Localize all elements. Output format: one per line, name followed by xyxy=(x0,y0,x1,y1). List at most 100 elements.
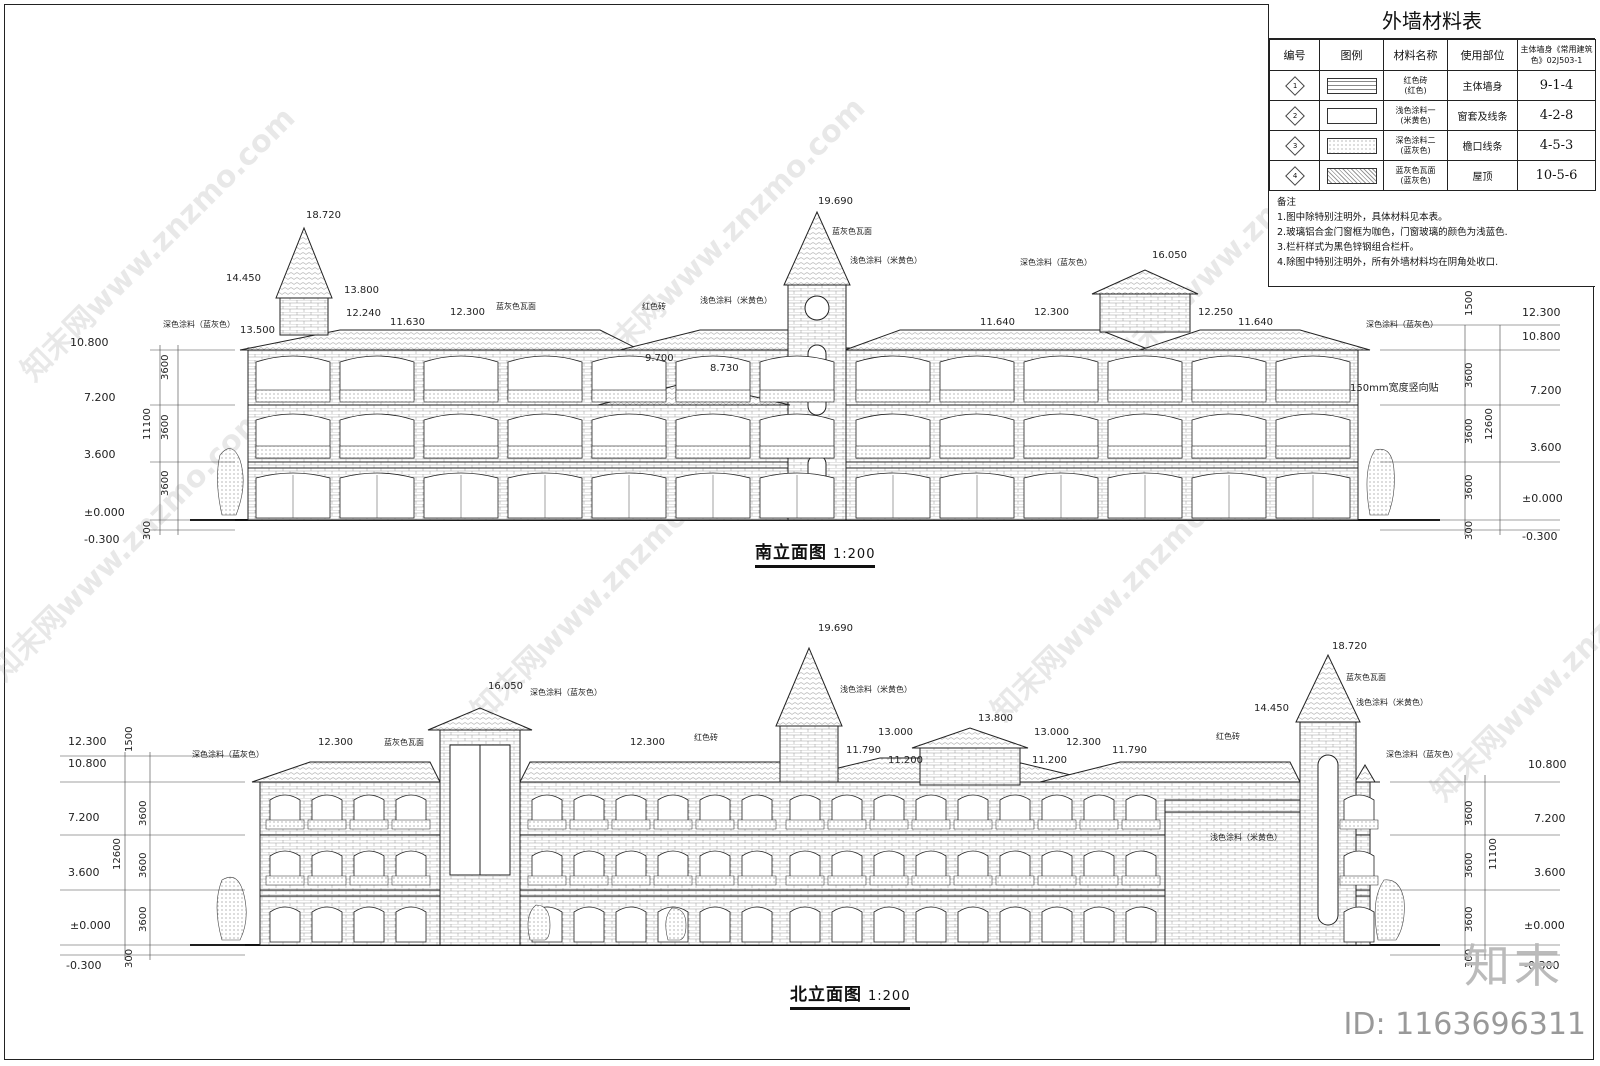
caption-text: 南立面图 xyxy=(755,543,827,563)
dim-label: 3600 xyxy=(160,471,171,496)
railing xyxy=(591,445,667,459)
level-label: 12.300 xyxy=(1522,306,1561,319)
tile-swatch xyxy=(1326,167,1377,184)
railing xyxy=(527,819,567,830)
annotation-label: 深色涂料（蓝灰色） xyxy=(192,749,264,759)
color-code: 10-5-6 xyxy=(1517,160,1596,191)
railing xyxy=(1275,445,1351,459)
railing xyxy=(569,875,609,886)
dim-label: 3600 xyxy=(138,907,149,932)
elev-label: 11.640 xyxy=(980,317,1015,328)
railing xyxy=(527,875,567,886)
image-id: ID: 1163696311 xyxy=(1343,1007,1586,1042)
railing xyxy=(785,819,825,830)
table-row: 2 浅色涂料一 (米黄色) 窗套及线条 4-2-8 xyxy=(1269,100,1596,131)
color-code: 4-2-8 xyxy=(1517,100,1596,131)
railing xyxy=(737,819,777,830)
railing xyxy=(911,875,951,886)
door xyxy=(789,906,821,943)
railing xyxy=(953,819,993,830)
railing xyxy=(827,819,867,830)
annotation-label: 深色涂料（蓝灰色） xyxy=(1020,257,1092,267)
level-label: 10.800 xyxy=(68,757,107,770)
brand-logo: 知末 xyxy=(1464,939,1564,993)
door xyxy=(395,906,427,943)
note-item: 2.玻璃铝合金门窗框为咖色，门窗玻璃的颜色为浅蓝色. xyxy=(1277,227,1508,238)
railing xyxy=(653,875,693,886)
dim-label: 12600 xyxy=(1484,408,1495,440)
railing xyxy=(611,875,651,886)
dim-label: 3600 xyxy=(1464,907,1475,932)
window xyxy=(339,355,415,401)
annotation-label: 150mm宽度竖向贴 xyxy=(1350,381,1439,394)
level-label: 10.800 xyxy=(70,336,109,349)
railing xyxy=(653,819,693,830)
door xyxy=(999,906,1031,943)
level-label: 7.200 xyxy=(68,811,100,824)
dim-label: 12600 xyxy=(112,838,123,870)
railing xyxy=(995,875,1035,886)
railing xyxy=(349,819,389,830)
door xyxy=(873,906,905,943)
railing xyxy=(591,389,667,403)
elev-label: 11.200 xyxy=(888,755,923,766)
railing xyxy=(1339,875,1379,886)
door xyxy=(1041,906,1073,943)
annotation-label: 深色涂料（蓝灰色） xyxy=(1366,319,1438,329)
usage-location: 檐口线条 xyxy=(1447,130,1518,161)
note-item: 3.栏杆样式为黑色锌钢组合栏杆。 xyxy=(1277,242,1420,253)
note-item: 1.图中除特别注明外，具体材料见本表。 xyxy=(1277,212,1448,223)
elev-label: 13.000 xyxy=(1034,727,1069,738)
material-name: 浅色涂料一 (米黄色) xyxy=(1383,100,1448,131)
usage-location: 窗套及线条 xyxy=(1447,100,1518,131)
dim-label: 11100 xyxy=(1488,838,1499,870)
level-label: ±0.000 xyxy=(70,919,111,932)
railing xyxy=(855,389,931,403)
window xyxy=(675,355,751,401)
railing xyxy=(675,389,751,403)
elev-label: 18.720 xyxy=(1332,641,1367,652)
dim-label: 300 xyxy=(124,949,135,968)
railing xyxy=(911,819,951,830)
railing xyxy=(785,875,825,886)
dim-label: 1500 xyxy=(1464,291,1475,316)
elev-label: 12.300 xyxy=(1066,737,1101,748)
railing xyxy=(1191,389,1267,403)
railing xyxy=(759,445,835,459)
railing xyxy=(1339,819,1379,830)
window xyxy=(1275,355,1351,401)
annotation-label: 深色涂料（蓝灰色） xyxy=(1386,749,1458,759)
material-name: 红色砖 (红色) xyxy=(1383,70,1448,101)
notes-title: 备注 xyxy=(1277,197,1297,208)
level-label: 7.200 xyxy=(1530,384,1562,397)
railing xyxy=(869,875,909,886)
note-item: 4.除图中特别注明外，所有外墙材料均在阴角处收口. xyxy=(1277,257,1499,268)
railing xyxy=(507,445,583,459)
level-label: -0.300 xyxy=(66,959,101,972)
annotation-label: 红色砖 xyxy=(694,732,718,742)
railing xyxy=(1023,389,1099,403)
door xyxy=(311,906,343,943)
railing xyxy=(939,445,1015,459)
elev-label: 12.250 xyxy=(1198,307,1233,318)
level-label: 12.300 xyxy=(68,735,107,748)
color-code: 4-5-3 xyxy=(1517,130,1596,161)
level-label: 3.600 xyxy=(84,448,116,461)
railing xyxy=(255,389,331,403)
railing xyxy=(1107,445,1183,459)
railing xyxy=(869,819,909,830)
level-label: -0.300 xyxy=(1522,530,1557,543)
elev-label: 11.200 xyxy=(1032,755,1067,766)
railing xyxy=(1037,819,1077,830)
table-header: 编号 xyxy=(1269,39,1320,71)
annotation-label: 浅色涂料（米黄色） xyxy=(700,295,772,305)
dotted-swatch xyxy=(1326,137,1377,154)
railing xyxy=(1121,819,1161,830)
dim-label: 300 xyxy=(1464,949,1475,968)
door xyxy=(957,906,989,943)
elev-label: 16.050 xyxy=(488,681,523,692)
window xyxy=(855,355,931,401)
notes-block: 备注 1.图中除特别注明外，具体材料见本表。 2.玻璃铝合金门窗框为咖色，门窗玻… xyxy=(1269,191,1595,274)
elev-label: 14.450 xyxy=(1254,703,1289,714)
